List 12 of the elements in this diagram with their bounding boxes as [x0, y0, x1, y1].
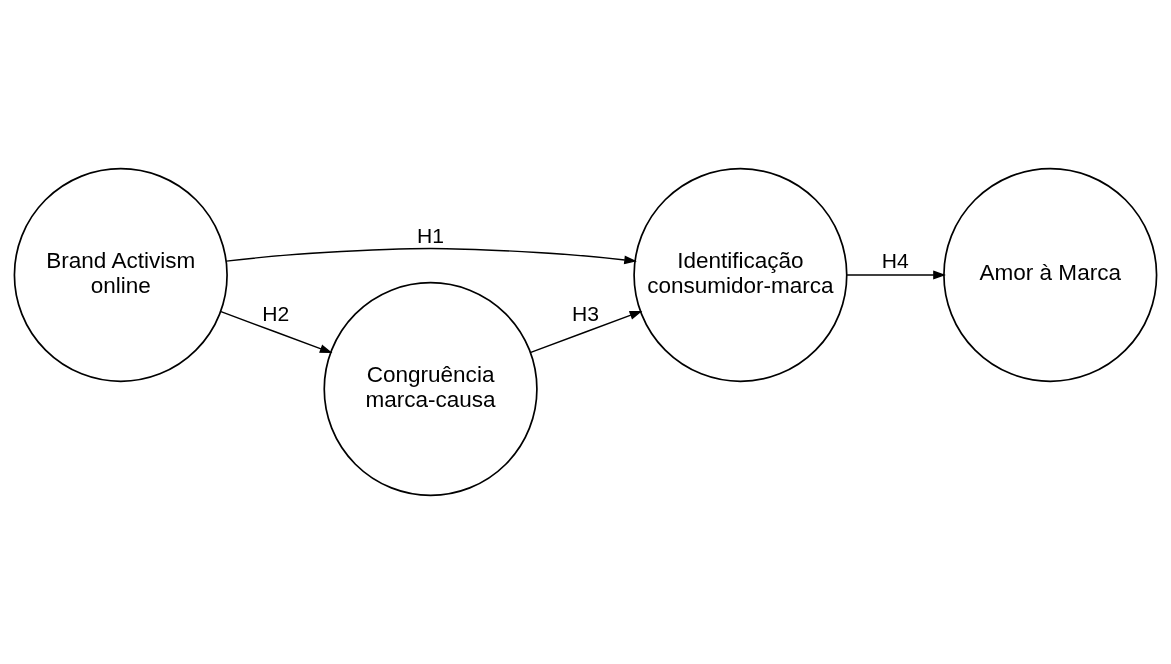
arrow [846, 270, 946, 280]
node-circle: Amor à Marca [943, 167, 1158, 383]
edge-label: H1 [417, 223, 445, 247]
edge-label: H3 [572, 302, 599, 326]
arrow [530, 310, 643, 354]
node-circle: Brand Activism online [13, 167, 228, 383]
edge-label: H4 [881, 248, 909, 272]
arrow [225, 247, 637, 265]
edge-label: H2 [262, 302, 290, 326]
node-circle: Congruência marca-causa [323, 281, 538, 497]
node-circle: Identificação consumidor-marca [633, 167, 848, 383]
arrow [220, 310, 333, 354]
